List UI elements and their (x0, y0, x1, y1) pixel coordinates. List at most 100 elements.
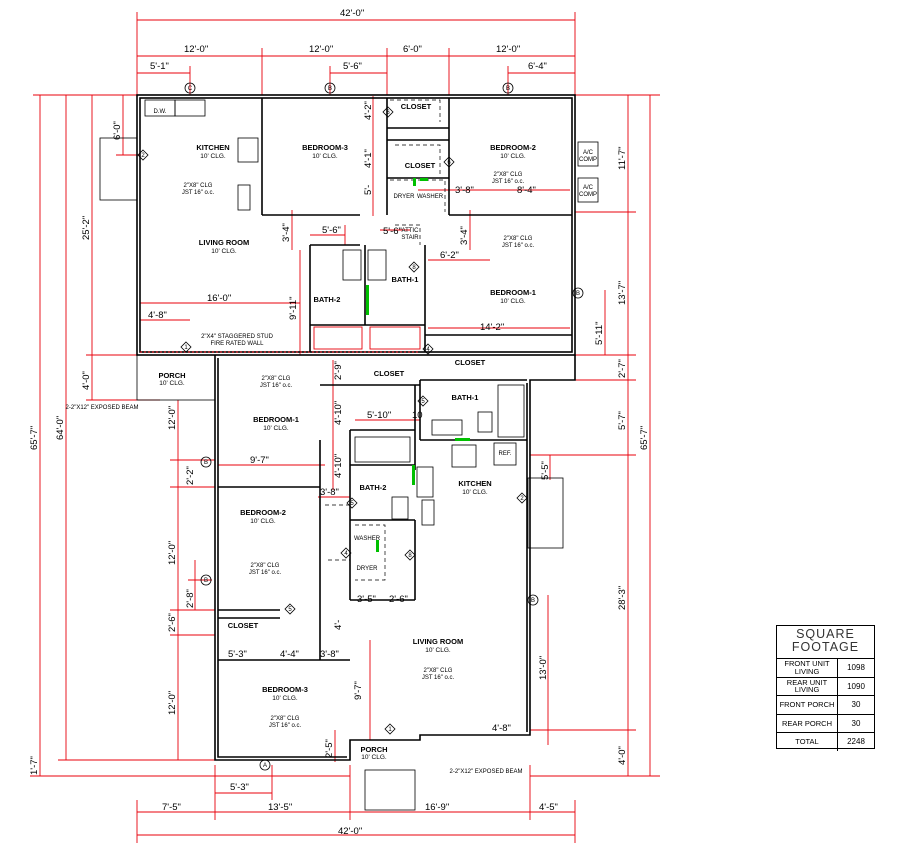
table-row: TOTAL 2248 (777, 733, 874, 751)
dim-text: 12'-0" (167, 541, 178, 565)
tag-number: 6 (382, 106, 394, 118)
dim-text: 6'-2" (440, 250, 459, 261)
fixtures (99, 99, 599, 811)
dim-text: 1'-7" (29, 756, 40, 775)
note-text: STAIR (401, 235, 419, 241)
dim-text: 4'-0" (81, 371, 92, 390)
note-text: A/C (583, 185, 594, 191)
room-bath1-rear: BATH-1 (452, 393, 479, 402)
room-kitchen-rear: KITCHEN (458, 479, 491, 488)
ceiling-label: 10' CLG. (263, 425, 289, 432)
ceiling-label: 10' CLG. (272, 695, 298, 702)
tag-letter: A (263, 763, 267, 769)
overall-width-bottom: 42'-0" (338, 826, 362, 837)
dim-text: 3'-8" (320, 649, 339, 660)
dim-text: 16'-9" (425, 802, 449, 813)
dim-text: 3'-8" (320, 487, 339, 498)
tag-b: B (502, 82, 514, 94)
dim-text: 2'-6" (389, 594, 408, 605)
dim-text: 10 (412, 410, 423, 421)
room-bedroom3-front: BEDROOM-3 (302, 143, 348, 152)
tag-number: 4 (422, 343, 434, 355)
dim-text: 4'-4" (280, 649, 299, 660)
note-text: DRYER (394, 194, 416, 200)
row-label: REAR PORCH (777, 714, 838, 732)
dim-text: 64'-0" (55, 416, 66, 440)
dim-text: 5'-11" (594, 322, 605, 346)
tag-number: 2 (516, 492, 528, 504)
square-footage-table: SQUARE FOOTAGE FRONT UNIT LIVING 1098 RE… (776, 625, 875, 751)
interior-walls (218, 98, 572, 661)
ceiling-label: 10' CLG. (250, 518, 276, 525)
dim-text: 7'-5" (162, 802, 181, 813)
note-text: JST 16" o.c. (269, 723, 302, 729)
ceiling-label: 10' CLG. (500, 298, 526, 305)
tag-number: 6 (443, 156, 455, 168)
door-tags: C B B B B B B A (137, 82, 584, 771)
closet-label: CLOSET (228, 621, 259, 630)
dim-text: 12'-0" (167, 691, 178, 715)
joist-notes: 2"X8" CLG JST 16" o.c. 2"X8" CLG JST 16"… (66, 109, 597, 775)
dim-text: 5'-5" (540, 461, 551, 480)
note-text: ATTIC (402, 228, 420, 234)
tag-number: 8 (404, 549, 416, 561)
dim-text: 9'-7" (353, 681, 364, 700)
dim-text: 2'-6" (167, 613, 178, 632)
tag-b: B (324, 82, 336, 94)
ceiling-label: 10' CLG. (462, 489, 488, 496)
dim-text: 3'-8" (455, 185, 474, 196)
note-text: JST 16" o.c. (260, 383, 293, 389)
row-value: 1098 (847, 663, 865, 673)
row-value: 1090 (847, 681, 865, 691)
tag-number: 5 (417, 395, 429, 407)
tag-b: B (200, 574, 212, 586)
tag-letter: B (531, 598, 535, 604)
dim-text: 11'-7" (617, 147, 628, 171)
room-bedroom1-front: BEDROOM-1 (490, 288, 536, 297)
overall-width-top: 42'-0" (340, 8, 364, 19)
table-row: REAR UNIT LIVING 1090 (777, 677, 874, 696)
dashed-lines (325, 99, 446, 581)
tag-digit: 6 (386, 110, 390, 116)
dim-text: 5'-3" (230, 782, 249, 793)
dim-text: 6'-0" (403, 44, 422, 55)
note-text: FIRE RATED WALL (210, 341, 264, 347)
dim-text: 9'-11" (288, 297, 299, 321)
dim-text: 3'-4" (459, 226, 470, 245)
room-bath2-rear: BATH-2 (360, 483, 387, 492)
tag-letter: C (188, 86, 193, 92)
tag-a: A (259, 759, 271, 771)
room-porch-left: PORCH (158, 371, 185, 380)
tag-letter: B (204, 460, 208, 466)
dim-text: 5'-1" (150, 61, 169, 72)
dim-text: 65'-7" (639, 426, 650, 450)
dim-text: 6'-4" (528, 61, 547, 72)
dim-text: 25'-2" (81, 216, 92, 240)
dim-text: 12'-0" (184, 44, 208, 55)
tag-digit: 6 (447, 160, 451, 166)
dim-text: 5'-6" (322, 225, 341, 236)
dim-text: 3'-5" (357, 594, 376, 605)
dim-text: 5'-6" (343, 61, 362, 72)
tag-digit: 5 (288, 607, 292, 613)
room-living-front: LIVING ROOM (199, 238, 249, 247)
dim-text: 13'-0" (538, 656, 549, 680)
note-text: JST 16" o.c. (182, 190, 215, 196)
note-text: DRYER (357, 566, 379, 572)
tag-digit: 4 (344, 551, 348, 557)
tag-digit: 4 (426, 347, 430, 353)
tag-letter: B (506, 86, 510, 92)
note-text: WASHER (417, 194, 444, 200)
row-label: FRONT UNIT LIVING (777, 659, 838, 677)
note-text: 2"X8" CLG (494, 172, 523, 178)
dim-text: 4'-5" (539, 802, 558, 813)
dim-text: 4'- (333, 620, 344, 630)
room-living-rear: LIVING ROOM (413, 637, 463, 646)
dim-text: 4'-8" (148, 310, 167, 321)
room-bath1-front: BATH-1 (392, 275, 419, 284)
note-text: COMP (579, 192, 597, 198)
tag-digit: 8 (408, 553, 412, 559)
row-label: FRONT PORCH (777, 696, 838, 714)
dim-text: 4'-0" (617, 746, 628, 765)
note-text: 2"X4" STAGGERED STUD (201, 334, 273, 340)
